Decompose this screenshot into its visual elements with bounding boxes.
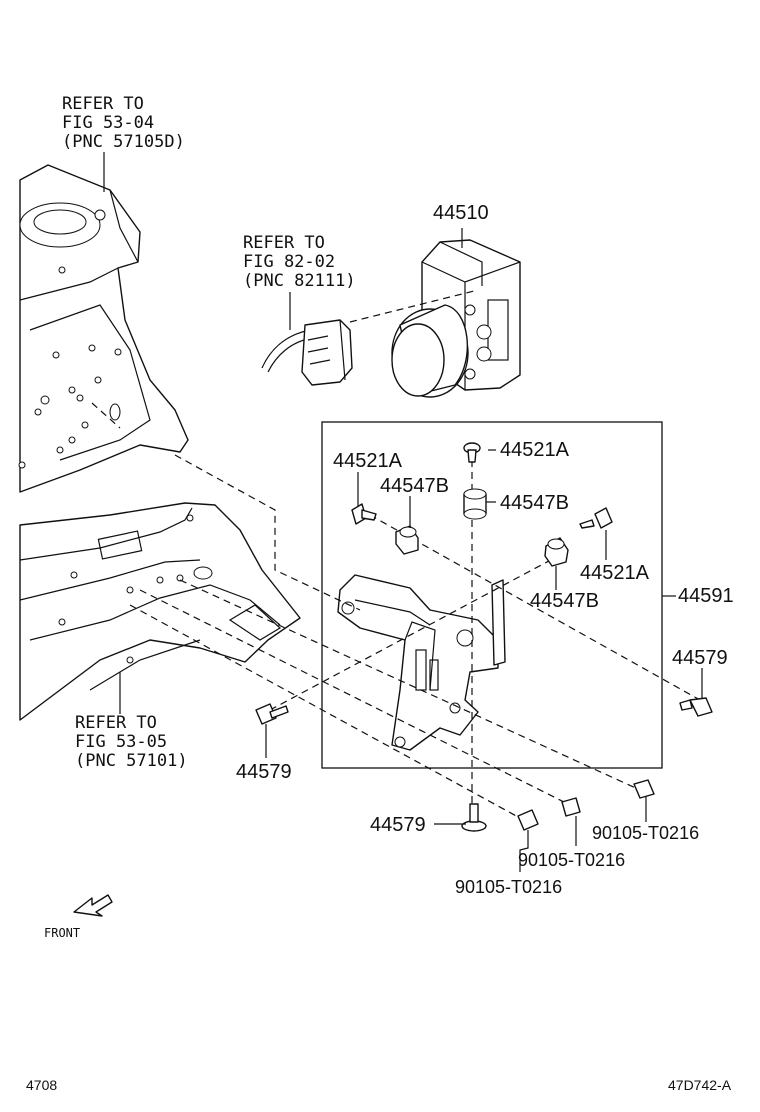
- part-label-bolt-left-outer: 44579: [236, 761, 292, 783]
- abs-actuator: [391, 239, 521, 398]
- front-arrow-icon: [73, 894, 113, 917]
- ref-middle-line3: (PNC 82111): [243, 271, 356, 291]
- ref-top-left-line3: (PNC 57105D): [62, 132, 185, 152]
- assembly-lines: [91, 289, 701, 819]
- ref-middle-line1: REFER TO: [243, 233, 325, 253]
- ref-middle-line2: FIG 82-02: [243, 252, 335, 272]
- ref-top-left-line2: FIG 53-04: [62, 113, 154, 133]
- body-panel-upper: [18, 164, 189, 493]
- ref-top-left-line1: REFER TO: [62, 94, 144, 114]
- part-label-bolt-right: 44521A: [580, 562, 650, 584]
- footer-left: 4708: [26, 1077, 57, 1093]
- part-label-cushion-center: 44547B: [500, 492, 569, 514]
- wire-connector: [261, 319, 353, 386]
- part-label-screw-left: 90105-T0216: [455, 877, 562, 897]
- leader-lines: [103, 152, 703, 872]
- part-label-actuator: 44510: [433, 202, 489, 224]
- part-label-screw-right: 90105-T0216: [592, 823, 699, 843]
- part-label-bolt-bottom: 44579: [370, 814, 426, 836]
- hardware: [255, 442, 713, 832]
- ref-bottom-left-line2: FIG 53-05: [75, 732, 167, 752]
- part-label-bracket-assy: 44591: [678, 585, 734, 607]
- part-label-screw-mid: 90105-T0216: [518, 850, 625, 870]
- abs-bracket: [337, 574, 506, 751]
- front-label: FRONT: [44, 926, 80, 940]
- ref-bottom-left-line3: (PNC 57101): [75, 751, 188, 771]
- part-label-bolt-right-outer: 44579: [672, 647, 728, 669]
- body-panel-lower: [19, 502, 301, 721]
- labels: REFER TO FIG 53-04 (PNC 57105D) REFER TO…: [26, 94, 734, 1093]
- footer-right: 47D742-A: [668, 1077, 732, 1093]
- ref-bottom-left-line1: REFER TO: [75, 713, 157, 733]
- part-label-bolt-center-top: 44521A: [500, 439, 570, 461]
- bracket-box: [321, 421, 663, 769]
- part-label-cushion-right: 44547B: [530, 590, 599, 612]
- part-label-bolt-left: 44521A: [333, 450, 403, 472]
- part-label-cushion-left: 44547B: [380, 475, 449, 497]
